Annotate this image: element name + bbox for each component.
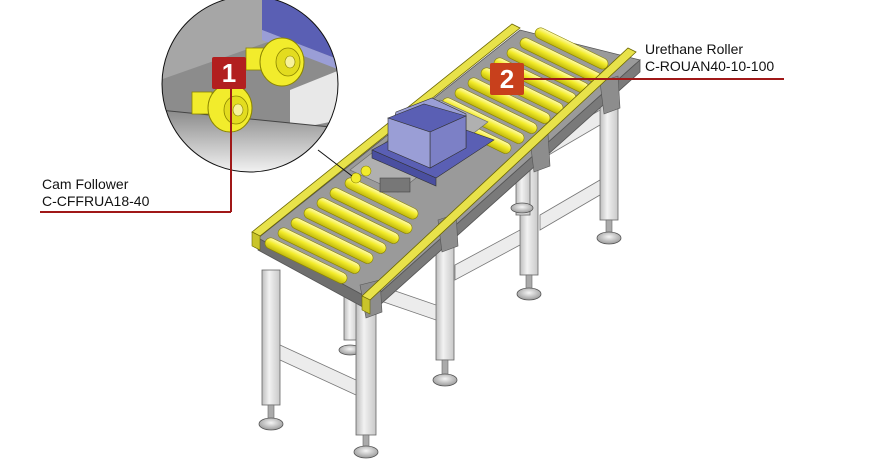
callout-badge-2: 2 bbox=[490, 63, 524, 95]
callout-2-name: Urethane Roller bbox=[645, 41, 744, 57]
callout-1-name: Cam Follower bbox=[42, 176, 129, 192]
callout-label-2: Urethane Roller C-ROUAN40-10-100 bbox=[645, 41, 774, 75]
leader-line-2 bbox=[524, 78, 784, 80]
magnifier bbox=[161, 0, 353, 177]
leader-line-1-horizontal bbox=[40, 211, 231, 213]
load-box bbox=[371, 97, 495, 187]
leader-line-1-vertical bbox=[230, 89, 232, 212]
rollers-near-section bbox=[264, 177, 419, 284]
conveyor-bed bbox=[251, 23, 641, 319]
callout-label-1: Cam Follower C-CFFRUA18-40 bbox=[42, 176, 149, 210]
callout-1-part-number: C-CFFRUA18-40 bbox=[42, 193, 150, 209]
callout-2-part-number: C-ROUAN40-10-100 bbox=[645, 58, 775, 74]
callout-badge-1: 1 bbox=[212, 57, 246, 89]
